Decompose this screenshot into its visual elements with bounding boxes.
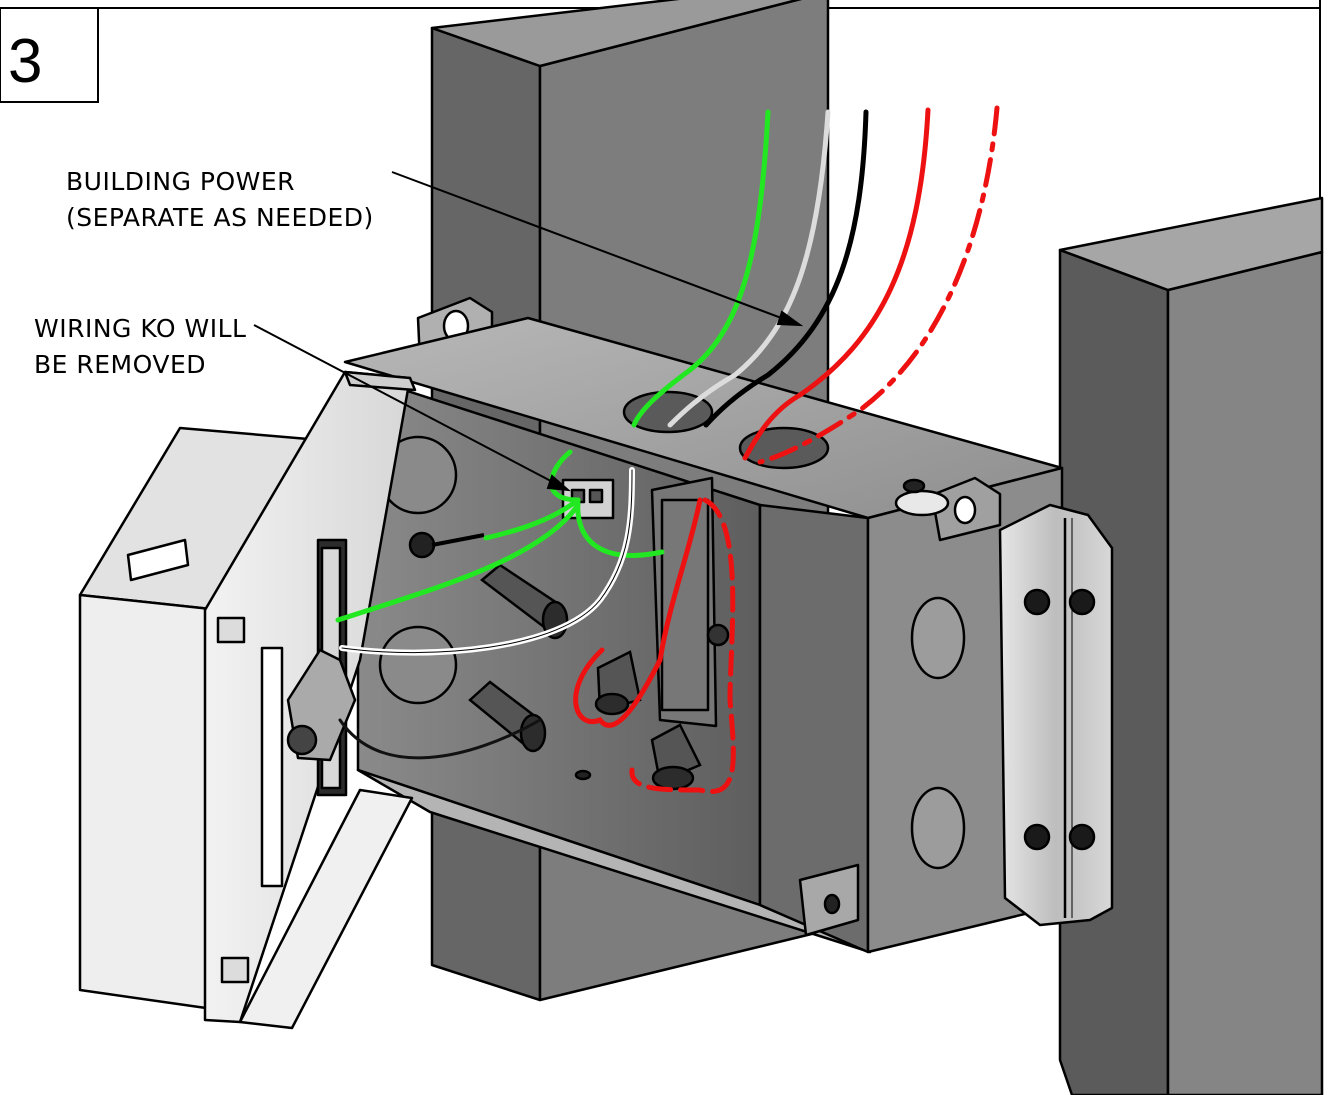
leader-lines xyxy=(253,171,804,492)
green-pigtail-plate xyxy=(575,497,665,558)
building-power-wires xyxy=(631,105,1000,465)
green-wire xyxy=(631,109,771,428)
callout-building-power: BUILDING POWER (SEPARATE AS NEEDED) xyxy=(66,167,374,232)
green-pigtail-screw xyxy=(483,497,581,541)
black-device-lead xyxy=(338,718,542,760)
callout-wiring-ko: WIRING KO WILL BE REMOVED xyxy=(34,314,246,379)
callout-wiring-ko-line1: WIRING KO WILL xyxy=(34,314,246,343)
callout-wiring-ko-line2: BE REMOVED xyxy=(34,350,206,379)
step-number: 3 xyxy=(8,27,42,96)
red-hot xyxy=(573,497,703,728)
step-number-box: 3 xyxy=(0,7,99,103)
gray-wire xyxy=(667,109,831,428)
red-dashed-wire xyxy=(757,105,1000,465)
white-neutral-outline xyxy=(341,469,633,654)
callout-building-power-line2: (SEPARATE AS NEEDED) xyxy=(66,203,374,232)
black-wire xyxy=(703,109,869,428)
mounting-bracket xyxy=(998,503,1114,927)
red-dashed-loop xyxy=(629,497,736,794)
callout-building-power-line1: BUILDING POWER xyxy=(66,167,295,196)
internal-wiring xyxy=(335,449,736,794)
wire-nuts xyxy=(468,563,702,791)
green-pigtail-device xyxy=(335,502,581,623)
red-wire xyxy=(742,107,931,461)
hinged-cover xyxy=(78,370,417,1030)
